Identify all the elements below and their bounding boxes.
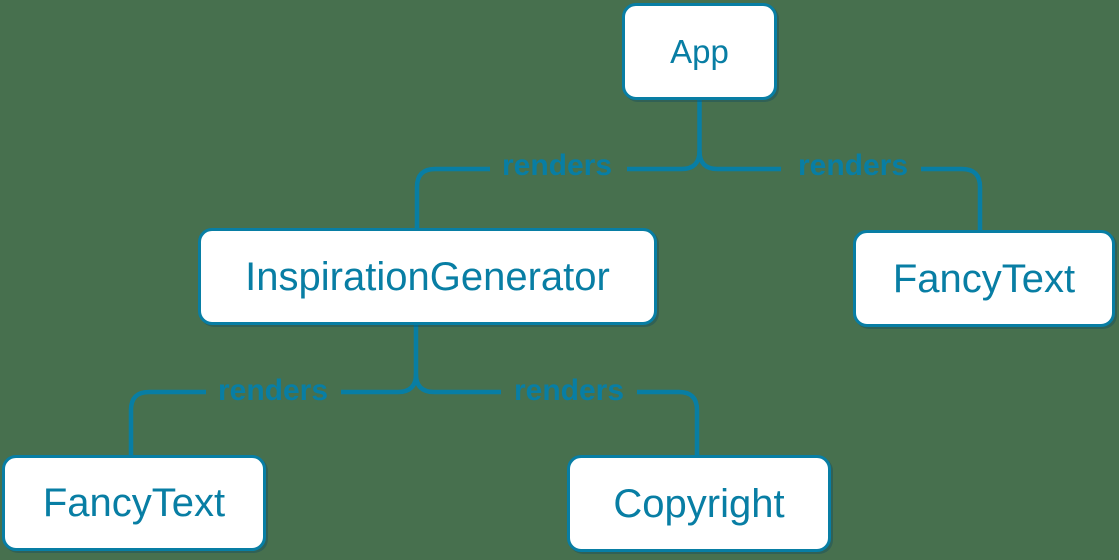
node-fancy-text-top-label: FancyText <box>892 256 1076 301</box>
edge-label-app-to-inspiration: renders <box>501 149 613 182</box>
node-app: App <box>622 3 777 100</box>
edge-inspiration-to-fancytext-left-segment <box>128 389 206 455</box>
node-inspiration-generator-label: InspirationGenerator <box>245 254 610 299</box>
node-fancy-text-bottom: FancyText <box>2 455 266 551</box>
node-copyright: Copyright <box>567 455 831 552</box>
edge-inspiration-to-fancytext-right-segment <box>341 373 419 395</box>
edge-inspiration-to-copyright-right-segment <box>637 389 700 455</box>
node-fancy-text-top: FancyText <box>853 230 1115 327</box>
edge-label-app-to-fancytext: renders <box>797 149 909 182</box>
edge-app-to-inspiration-left-segment <box>414 166 490 228</box>
edge-label-inspiration-to-fancytext: renders <box>217 374 329 407</box>
node-copyright-label: Copyright <box>613 481 785 526</box>
edge-app-to-fancytext-right-segment <box>921 166 983 230</box>
node-fancy-text-bottom-label: FancyText <box>42 481 226 525</box>
edge-app-to-inspiration-right-segment <box>627 150 702 172</box>
edge-label-inspiration-to-copyright: renders <box>513 374 625 407</box>
node-inspiration-generator: InspirationGenerator <box>198 228 657 325</box>
edge-app-to-fancytext-left-segment <box>697 150 781 172</box>
node-app-label: App <box>670 33 729 70</box>
edge-inspiration-to-copyright-left-segment <box>413 373 501 395</box>
